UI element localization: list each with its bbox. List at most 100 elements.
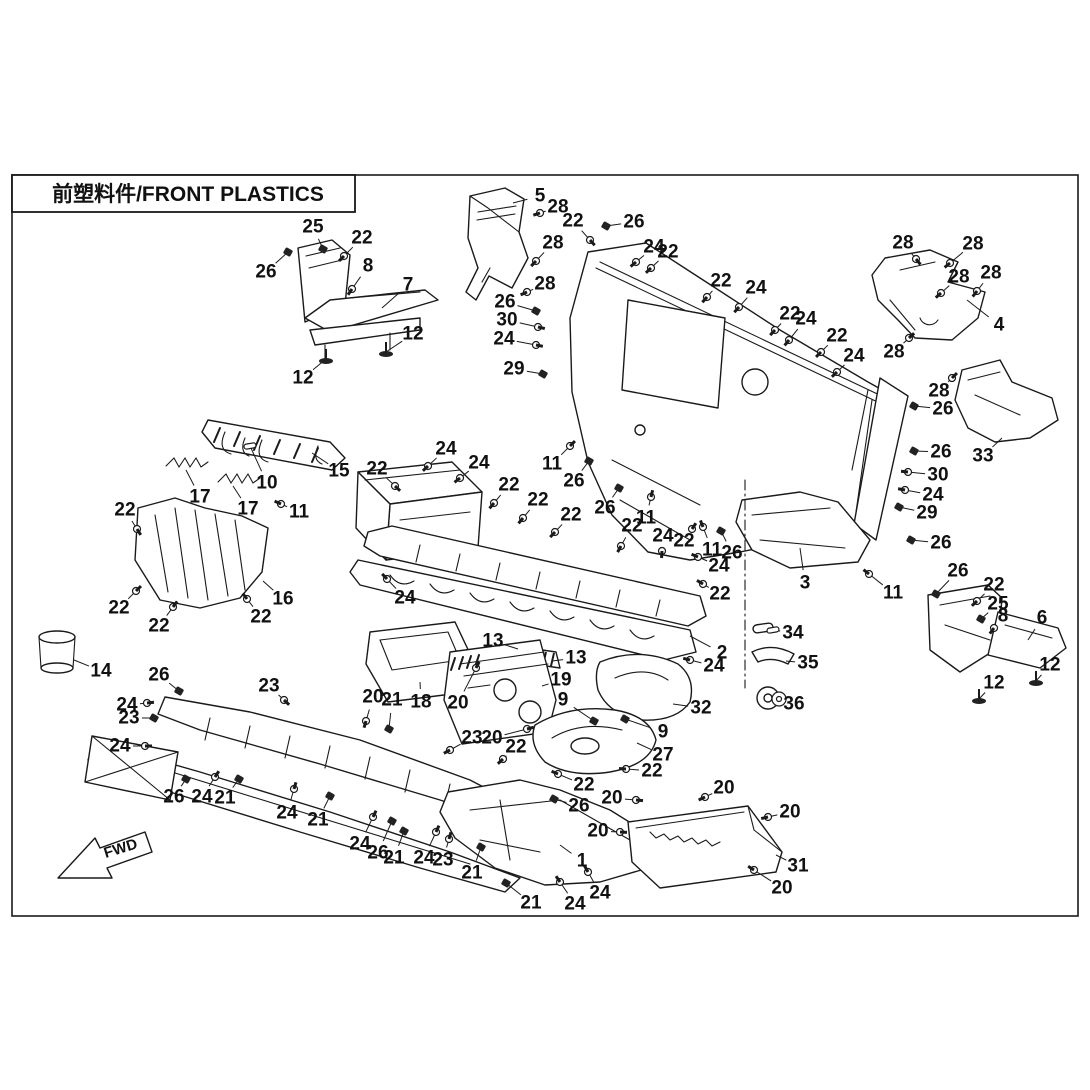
callout-22: 22: [351, 228, 372, 249]
fwd-arrow: FWD: [57, 831, 153, 879]
hardware-bolt: [361, 716, 371, 729]
callout-28: 28: [892, 233, 913, 254]
hardware-bolt: [496, 754, 508, 765]
part-7-seat-bracket: [297, 239, 439, 359]
callout-27: 27: [652, 745, 673, 766]
hardware-clip: [909, 446, 919, 456]
hardware-bolt: [947, 371, 959, 383]
callout-5: 5: [535, 186, 546, 207]
hardware-bolt: [142, 698, 155, 708]
callout-7: 7: [403, 275, 414, 296]
hardware-pin: [766, 626, 780, 634]
hardware-bolt: [698, 792, 710, 802]
part-15-grille: [201, 419, 346, 471]
hardware-bolt: [814, 347, 826, 359]
part-10-pins: [242, 437, 323, 465]
callout-24: 24: [394, 588, 416, 609]
hardware-bolt: [698, 519, 708, 532]
callout-24: 24: [795, 309, 817, 330]
callout-1: 1: [577, 851, 588, 872]
hardware-bolt: [549, 527, 560, 539]
callout-22: 22: [710, 271, 731, 292]
callout-13: 13: [565, 648, 586, 669]
callout-24: 24: [191, 787, 213, 808]
hardware-bolt: [488, 498, 499, 510]
part-1-front-fascia: [439, 779, 656, 886]
callout-28: 28: [948, 267, 969, 288]
hardware-bolt: [988, 623, 999, 635]
hardware-clip: [931, 589, 941, 599]
part-31-lower-tray: [627, 805, 783, 889]
part-16-front-panel: [134, 497, 269, 609]
hardware-bolt: [368, 810, 378, 822]
hardware-clip: [976, 614, 986, 624]
callout-17: 17: [237, 499, 258, 520]
callout-22: 22: [983, 575, 1004, 596]
hardware-bolt: [934, 288, 946, 299]
hardware-foot: [379, 342, 393, 357]
hardware-bolt: [550, 769, 563, 779]
leader-line: [512, 198, 528, 204]
callout-9: 9: [658, 722, 669, 743]
callout-20: 20: [362, 687, 383, 708]
hardware-foot: [1029, 671, 1043, 686]
hardware-bolt: [971, 286, 982, 298]
hardware-bolt: [168, 600, 179, 612]
hardware-clip: [620, 714, 630, 724]
part-5-cover: [465, 187, 529, 301]
hardware-bolt: [897, 485, 910, 495]
hardware-bolt: [646, 489, 656, 502]
callout-22: 22: [505, 737, 526, 758]
hardware-bolt: [131, 584, 143, 596]
hardware-bolt: [519, 287, 532, 297]
callout-22: 22: [709, 584, 730, 605]
callout-9: 9: [558, 690, 569, 711]
hardware-clip: [894, 502, 904, 512]
part-17-springs: [165, 456, 261, 485]
callout-28: 28: [542, 233, 563, 254]
title-box: [11, 174, 356, 213]
callout-22: 22: [148, 616, 169, 637]
hardware-foot: [972, 689, 986, 704]
callout-4: 4: [994, 315, 1005, 336]
hardware-bolt: [687, 522, 698, 534]
hardware-bolt: [760, 812, 773, 822]
callout-26: 26: [930, 442, 951, 463]
part-35-handle: [751, 646, 795, 665]
callout-22: 22: [366, 459, 387, 480]
callout-6: 6: [1037, 608, 1048, 629]
hardware-bolt: [830, 367, 842, 378]
part-3-dash-panel: [569, 242, 909, 569]
callout-26: 26: [932, 399, 953, 420]
callout-16: 16: [272, 589, 293, 610]
hardware-bolt: [279, 695, 291, 706]
hardware-clip: [399, 826, 409, 836]
hardware-clip: [476, 842, 486, 852]
callout-20: 20: [601, 788, 622, 809]
callout-26: 26: [163, 787, 184, 808]
callout-26: 26: [721, 543, 742, 564]
hardware-clip: [384, 724, 394, 734]
hardware-bolt: [618, 764, 631, 774]
hardware-bolt: [733, 302, 744, 314]
hardware-bolt: [471, 661, 481, 673]
callout-11: 11: [289, 502, 310, 523]
callout-24: 24: [349, 834, 371, 855]
hardware-bolt: [554, 875, 565, 887]
callout-26: 26: [930, 533, 951, 554]
callout-10: 10: [256, 473, 277, 494]
callout-23: 23: [258, 676, 279, 697]
hardware-bolt: [289, 781, 299, 794]
leader-line: [311, 452, 329, 465]
callout-14: 14: [90, 661, 112, 682]
callout-24: 24: [708, 556, 730, 577]
hardware-bolt: [453, 473, 465, 484]
leader-line: [785, 660, 796, 663]
callout-24: 24: [589, 883, 611, 904]
callout-22: 22: [527, 490, 548, 511]
callout-26: 26: [623, 212, 644, 233]
leader-line: [463, 667, 477, 692]
callout-23: 23: [461, 728, 482, 749]
callout-21: 21: [383, 848, 405, 869]
